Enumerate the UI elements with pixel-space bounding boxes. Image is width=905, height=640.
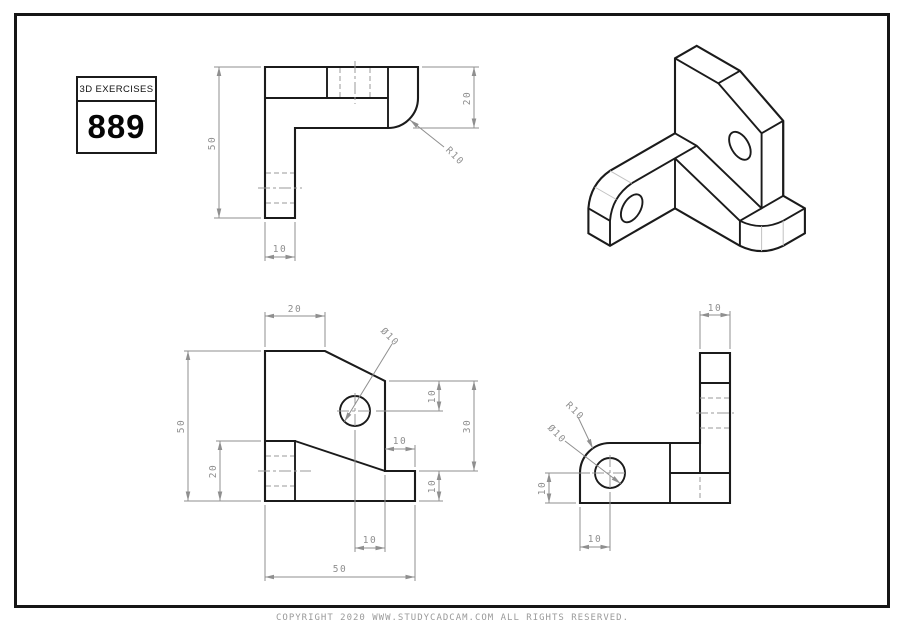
- top-view-hidden-lines: [266, 68, 371, 204]
- front-view-extension-lines: [184, 312, 478, 581]
- dim-label: 20: [288, 304, 302, 315]
- dim-label: 50: [176, 419, 187, 433]
- hole-leader: [343, 343, 393, 422]
- side-view-outline: [578, 351, 732, 505]
- top-view-internal-edges: [265, 67, 389, 128]
- dim-label: 50: [333, 564, 347, 575]
- sheet-border: [14, 13, 890, 608]
- front-view: 20 Ø10 50 20 10 30 10 10 10 50: [176, 304, 478, 581]
- dim-label: 10: [588, 534, 602, 545]
- front-view-internal-edges: [265, 440, 386, 501]
- side-view-center-lines: [592, 412, 734, 491]
- dim-label: R10: [563, 400, 586, 423]
- dim-label: 10: [393, 436, 407, 447]
- dim-label: 10: [363, 535, 377, 546]
- front-view-outline: [263, 349, 417, 503]
- top-view-extension-lines: [214, 66, 479, 261]
- dim-label: Ø10: [378, 326, 401, 349]
- dim-label: 10: [427, 389, 438, 403]
- isometric-tangent-edges: [594, 170, 784, 252]
- top-view-outline: [263, 65, 420, 220]
- dim-label: 20: [462, 91, 473, 105]
- dim-label: 30: [462, 419, 473, 433]
- front-view-hidden-lines: [266, 455, 294, 487]
- side-view-extension-lines: [545, 311, 731, 551]
- top-view: 50 20 10 R10: [207, 61, 479, 261]
- isometric-arm-hole: [619, 193, 644, 224]
- fillet-leader: [577, 416, 594, 449]
- isometric-view: [587, 44, 806, 253]
- dim-label: 20: [208, 464, 219, 478]
- title-block: 3D EXERCISES 889: [76, 76, 157, 154]
- fillet-leader: [409, 119, 445, 148]
- dim-label: 10: [537, 481, 548, 495]
- hole-leader: [564, 440, 621, 484]
- exercise-number: 889: [87, 108, 146, 145]
- front-view-center-lines: [258, 393, 373, 472]
- isometric-silhouette: [587, 44, 806, 253]
- series-label: 3D EXERCISES: [78, 78, 155, 102]
- isometric-plate-hole: [728, 130, 752, 161]
- side-view-internal-edges: [669, 382, 730, 503]
- dim-label: 10: [273, 244, 287, 255]
- dim-label: 10: [427, 479, 438, 493]
- side-view: 10 R10 Ø10 10 10: [537, 303, 734, 551]
- dim-label: 50: [207, 136, 218, 150]
- top-view-center-lines: [258, 61, 356, 189]
- side-view-hidden-lines: [699, 397, 730, 500]
- dim-label: R10: [443, 145, 466, 168]
- dim-label: 10: [708, 303, 722, 314]
- copyright-text: COPYRIGHT 2020 WWW.STUDYCADCAM.COM ALL R…: [275, 613, 629, 623]
- dim-label: Ø10: [545, 423, 568, 446]
